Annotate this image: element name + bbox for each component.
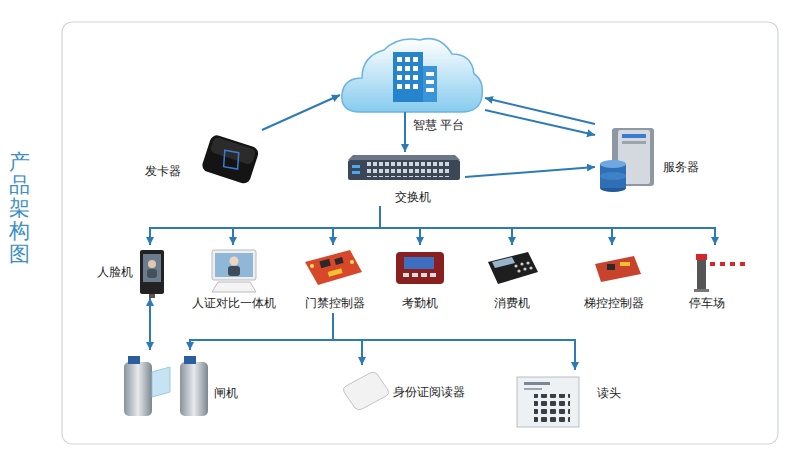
connector-arrow (380, 206, 612, 245)
id-compare-terminal-icon (212, 250, 256, 292)
switch-icon (348, 155, 460, 180)
connector-arrow (380, 206, 420, 245)
device-label: 服务器 (663, 160, 699, 174)
device-label: 考勤机 (402, 296, 438, 310)
connector-arrow (333, 206, 380, 245)
card-reader-panel: 读头 (512, 370, 627, 432)
cloud-platform: 智慧 平台 (340, 30, 485, 134)
vertical-title: 产品架构图 (9, 150, 30, 265)
device-label: 消费机 (494, 296, 530, 310)
card-reader-panel-icon (517, 377, 579, 427)
connector-arrow (150, 206, 380, 245)
id-compare-terminal: 人证对比一体机 (188, 245, 280, 313)
connector-arrow (333, 313, 575, 370)
device-label: 梯控控制器 (584, 296, 644, 310)
device-label: 闸机 (214, 386, 238, 400)
connector-arrow (233, 206, 380, 245)
device-label: 读头 (597, 386, 621, 400)
connector-arrow (465, 167, 595, 177)
elevator-controller-icon (595, 256, 641, 282)
elevator-controller: 梯控控制器 (578, 245, 650, 313)
face-terminal: 人脸机 (95, 245, 172, 298)
connector-arrow (404, 134, 406, 152)
parking-barrier: 停车场 (683, 245, 753, 313)
cloud-icon (342, 39, 483, 135)
connector-arrow (149, 298, 151, 350)
device-label: 身份证阅读器 (393, 385, 465, 399)
id-reader-icon (343, 372, 388, 410)
device-label: 门禁控制器 (305, 296, 365, 310)
device-label: 停车场 (689, 296, 725, 310)
device-label: 交换机 (395, 190, 431, 204)
server-icon (600, 128, 654, 192)
card-issuer-icon (201, 134, 260, 186)
id-card-reader: 身份证阅读器 (335, 365, 470, 415)
access-controller-icon (305, 250, 362, 285)
turnstile-icon (124, 356, 208, 416)
turnstile: 闸机 (110, 350, 250, 426)
network-switch: 交换机 (340, 152, 465, 206)
parking-barrier-icon (694, 254, 748, 292)
connector-arrow (485, 98, 595, 124)
connector-arrow (485, 110, 595, 135)
pos-machine-icon (488, 252, 538, 284)
attendance-machine-icon (396, 252, 444, 284)
device-label: 人脸机 (97, 265, 133, 279)
pos-machine: 消费机 (480, 245, 544, 313)
frame (62, 22, 778, 444)
connector-arrow (262, 95, 340, 130)
device-label: 智慧 平台 (413, 118, 464, 132)
attendance-machine: 考勤机 (388, 245, 452, 313)
server: 服务器 (595, 122, 707, 195)
connector-arrow (380, 206, 715, 245)
access-controller: 门禁控制器 (298, 245, 372, 313)
face-terminal-icon (140, 250, 164, 298)
device-label: 发卡器 (145, 164, 181, 178)
connector-arrow (190, 313, 333, 350)
device-label: 人证对比一体机 (192, 296, 276, 310)
connector-arrow (380, 206, 512, 245)
card-issuer: 发卡器 (140, 122, 262, 195)
